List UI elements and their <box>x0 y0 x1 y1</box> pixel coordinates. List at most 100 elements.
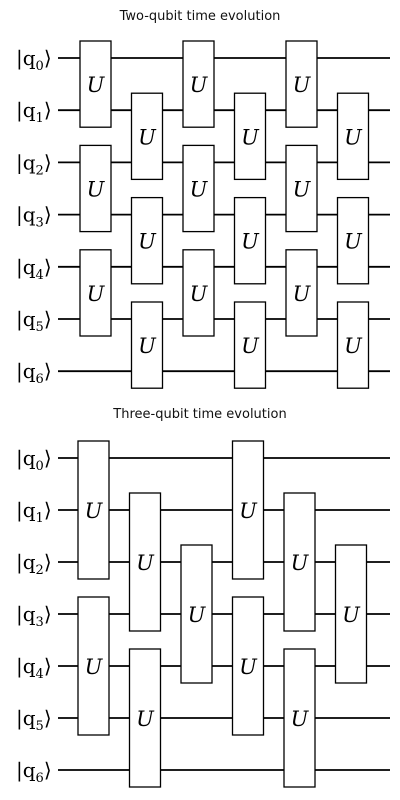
gate-box <box>128 492 162 632</box>
gate-u-layer5-q4-q6: U <box>283 648 316 788</box>
gate-u-layer2-q3-q4: U <box>130 196 164 285</box>
circuit-three-qubit: Three-qubit time evolution |q0⟩ |q1⟩ |q2⟩ |q… <box>16 407 390 788</box>
gate-box <box>336 301 370 389</box>
gate-label: U <box>87 73 106 97</box>
gate-u-layer1-q4-q5: U <box>79 249 112 337</box>
gate-box <box>79 249 112 337</box>
gate-label: U <box>138 334 157 358</box>
gate-u-layer2-q1-q3: U <box>128 492 162 632</box>
gate-label: U <box>190 282 209 306</box>
gate-label: U <box>293 73 312 97</box>
qubit-label-q1: |q1⟩ <box>16 98 52 126</box>
gate-label: U <box>87 282 106 306</box>
gate-label: U <box>293 282 312 306</box>
gate-u-layer4-q5-q6: U <box>233 301 267 389</box>
gate-box <box>77 440 110 580</box>
gate-box <box>231 596 265 736</box>
gate-box <box>233 92 267 181</box>
gate-u-layer1-q0-q1: U <box>79 40 112 128</box>
gate-u-layer1-q2-q3: U <box>79 144 112 233</box>
gate-u-layer6-q2-q4: U <box>334 544 368 684</box>
gate-box <box>233 196 267 285</box>
gate-u-layer6-q1-q2: U <box>336 92 370 181</box>
gate-u-layer1-q0-q2: U <box>77 440 110 580</box>
gate-label: U <box>188 603 207 627</box>
gate-box <box>128 648 162 788</box>
gate-box <box>336 92 370 181</box>
gate-label: U <box>138 125 157 149</box>
gate-label: U <box>85 655 104 679</box>
gate-box <box>233 301 267 389</box>
gate-label: U <box>344 230 363 254</box>
gate-label: U <box>241 334 260 358</box>
gate-box <box>334 544 368 684</box>
gate-u-layer1-q3-q5: U <box>77 596 110 736</box>
gate-u-layer2-q1-q2: U <box>130 92 164 181</box>
qubit-label-q2: |q2⟩ <box>16 150 52 178</box>
gate-box <box>182 40 215 128</box>
gate-box <box>231 440 265 580</box>
gate-u-layer3-q4-q5: U <box>182 249 215 337</box>
gate-box <box>130 92 164 181</box>
gate-u-layer5-q2-q3: U <box>285 144 318 233</box>
gate-label: U <box>344 334 363 358</box>
gate-box <box>130 301 164 389</box>
gate-label: U <box>87 178 106 202</box>
qubit-label-q0: |q0⟩ <box>16 46 52 74</box>
gate-label: U <box>241 125 260 149</box>
gate-u-layer2-q5-q6: U <box>130 301 164 389</box>
qubit-label-q6: |q6⟩ <box>16 758 52 786</box>
gate-box <box>285 40 318 128</box>
gate-u-layer3-q2-q3: U <box>182 144 215 233</box>
gate-u-layer5-q4-q5: U <box>285 249 318 337</box>
gate-label: U <box>342 603 361 627</box>
gate-box <box>336 196 370 285</box>
qubit-label-q2: |q2⟩ <box>16 550 52 578</box>
gate-u-layer4-q3-q5: U <box>231 596 265 736</box>
gate-box <box>283 492 316 632</box>
gate-box <box>182 249 215 337</box>
gate-box <box>79 144 112 233</box>
gate-box <box>283 648 316 788</box>
gate-label: U <box>239 655 258 679</box>
gate-label: U <box>344 125 363 149</box>
gate-label: U <box>190 73 209 97</box>
circuit-two-qubit: Two-qubit time evolution|q0⟩|q1⟩|q2⟩|q3⟩… <box>16 9 390 389</box>
qubit-label-q3: |q3⟩ <box>16 602 52 630</box>
gate-label: U <box>138 230 157 254</box>
gate-label: U <box>239 499 258 523</box>
gate-u-layer4-q1-q2: U <box>233 92 267 181</box>
qubit-label-q5: |q5⟩ <box>16 706 52 734</box>
gate-label: U <box>293 178 312 202</box>
gate-box <box>77 596 110 736</box>
qubit-label-q4: |q4⟩ <box>16 255 52 283</box>
gate-box <box>285 249 318 337</box>
gate-u-layer3-q0-q1: U <box>182 40 215 128</box>
gate-label: U <box>241 230 260 254</box>
qubit-label-q1: |q1⟩ <box>16 498 52 526</box>
gate-box <box>180 544 213 684</box>
qubit-label-q3: |q3⟩ <box>16 203 52 231</box>
gate-label: U <box>291 551 310 575</box>
qubit-label-q0: |q0⟩ <box>16 446 52 474</box>
gate-u-layer5-q1-q3: U <box>283 492 316 632</box>
gate-u-layer4-q3-q4: U <box>233 196 267 285</box>
qubit-label-q4: |q4⟩ <box>16 654 52 682</box>
gate-box <box>285 144 318 233</box>
gate-label: U <box>85 499 104 523</box>
gate-box <box>79 40 112 128</box>
gate-label: U <box>291 707 310 731</box>
gate-u-layer4-q0-q2: U <box>231 440 265 580</box>
gate-box <box>182 144 215 233</box>
gate-box <box>130 196 164 285</box>
gate-label: U <box>136 551 155 575</box>
gate-u-layer5-q0-q1: U <box>285 40 318 128</box>
gate-u-layer3-q2-q4: U <box>180 544 213 684</box>
gate-u-layer6-q5-q6: U <box>336 301 370 389</box>
gate-label: U <box>136 707 155 731</box>
qubit-label-q6: |q6⟩ <box>16 359 52 387</box>
gate-label: U <box>190 178 209 202</box>
gate-u-layer6-q3-q4: U <box>336 196 370 285</box>
circuit-title: Three-qubit time evolution <box>112 407 286 422</box>
